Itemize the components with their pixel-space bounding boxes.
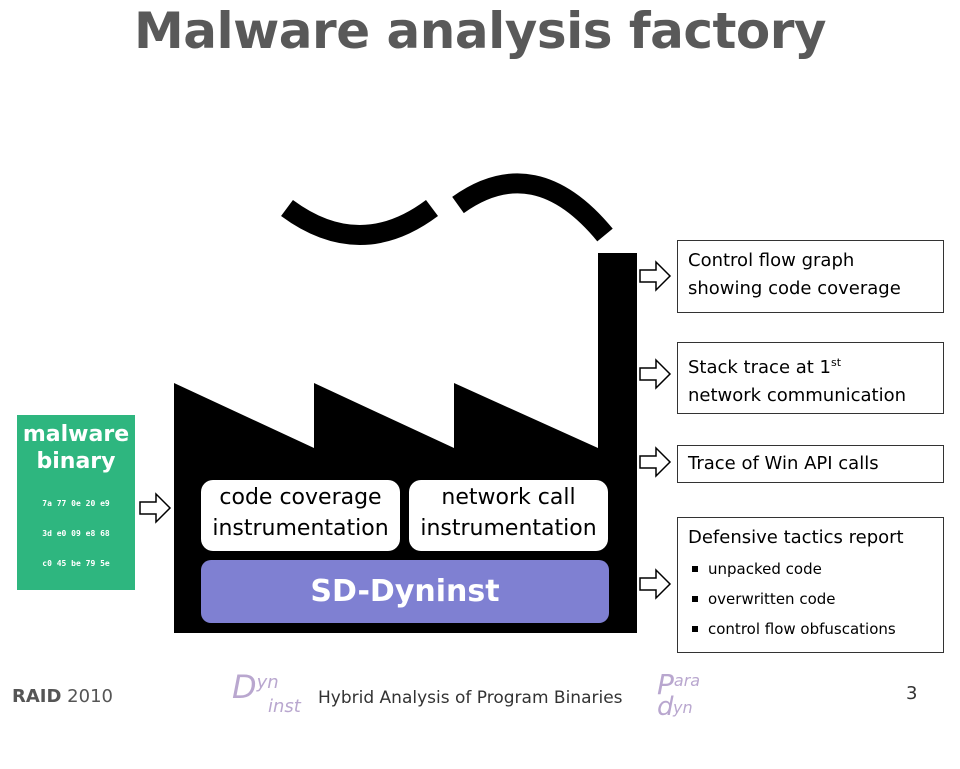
malware-binary-box: malware binary 7a 77 0e 20 e9 3d e0 09 e… bbox=[17, 415, 135, 748]
stack-line1-superscript: st bbox=[831, 356, 842, 369]
hex-line: 80 89 08 27 c0 bbox=[42, 589, 110, 598]
paradyn-logo-ara: ara bbox=[673, 671, 701, 690]
paradyn-logo-yn: yn bbox=[673, 698, 693, 717]
cfg-line2: showing code coverage bbox=[688, 278, 901, 299]
output-arrow-winapi-icon bbox=[639, 446, 672, 478]
sd-dyninst-engine: SD-Dyninst bbox=[201, 560, 609, 623]
input-arrow-icon bbox=[139, 492, 172, 524]
hex-line: 3d e0 09 e8 68 bbox=[42, 529, 110, 538]
hex-line: d8 6a d0 56 4b bbox=[42, 649, 110, 658]
code-coverage-line2: instrumentation bbox=[212, 516, 389, 541]
stack-line2: network communication bbox=[688, 385, 907, 406]
network-call-line2: instrumentation bbox=[420, 516, 597, 541]
stack-line1: Stack trace at 1st bbox=[688, 349, 933, 382]
smoke-puff-left bbox=[281, 199, 438, 245]
malware-binary-label: malware binary bbox=[22, 422, 130, 474]
slide-title: Malware analysis factory bbox=[133, 2, 827, 60]
list-item: overwritten code bbox=[692, 584, 933, 614]
footer-conference: RAID 2010 bbox=[12, 686, 113, 707]
dyninst-logo-d: D bbox=[232, 668, 257, 706]
output-arrow-defensive-icon bbox=[639, 568, 672, 600]
output-control-flow-graph: Control flow graph showing code coverage bbox=[677, 240, 944, 313]
hex-line: 7a 77 0e 20 e9 bbox=[42, 499, 110, 508]
footer-conference-name: RAID bbox=[12, 686, 62, 707]
network-call-line1: network call bbox=[441, 485, 576, 510]
paradyn-logo-d: d bbox=[657, 692, 674, 722]
smoke-puff-right bbox=[452, 173, 613, 242]
code-coverage-line1: code coverage bbox=[219, 485, 382, 510]
output-arrow-cfg-icon bbox=[639, 260, 672, 292]
hex-line: fe 92 57 af 40 bbox=[42, 679, 110, 688]
hex-line: 0c b6 f2 64 32 bbox=[42, 709, 110, 718]
malware-hex-dump: 7a 77 0e 20 e9 3d e0 09 e8 68 c0 45 be 7… bbox=[17, 479, 135, 769]
list-item: control flow obfuscations bbox=[692, 614, 933, 644]
defensive-list: unpacked code overwritten code control f… bbox=[688, 554, 933, 644]
hex-line: f5 07 b6 66 21 bbox=[42, 739, 110, 748]
dyninst-logo: Dyn inst bbox=[232, 668, 301, 717]
output-defensive-tactics-report: Defensive tactics report unpacked code o… bbox=[677, 517, 944, 653]
winapi-label: Trace of Win API calls bbox=[688, 453, 879, 474]
paradyn-logo: Para d yn bbox=[657, 668, 701, 722]
list-item: unpacked code bbox=[692, 554, 933, 584]
hex-line: c0 45 be 79 5e bbox=[42, 559, 110, 568]
defensive-heading: Defensive tactics report bbox=[688, 527, 904, 548]
page-number: 3 bbox=[906, 683, 918, 704]
output-arrow-stack-icon bbox=[639, 358, 672, 390]
dyninst-logo-inst: inst bbox=[268, 696, 301, 717]
output-stack-trace: Stack trace at 1st network communication bbox=[677, 342, 944, 414]
footer-conference-year: 2010 bbox=[67, 686, 113, 707]
cfg-line1: Control flow graph bbox=[688, 250, 855, 271]
code-coverage-instrumentation: code coverage instrumentation bbox=[201, 480, 400, 551]
network-call-instrumentation: network call instrumentation bbox=[409, 480, 608, 551]
stack-line1-text: Stack trace at 1 bbox=[688, 357, 831, 378]
output-win-api-trace: Trace of Win API calls bbox=[677, 445, 944, 483]
dyninst-logo-yn: yn bbox=[256, 672, 279, 693]
paradyn-logo-p: P bbox=[657, 668, 674, 701]
footer-title: Hybrid Analysis of Program Binaries bbox=[318, 688, 623, 708]
hex-line: 73 1c 88 48 6a bbox=[42, 619, 110, 628]
